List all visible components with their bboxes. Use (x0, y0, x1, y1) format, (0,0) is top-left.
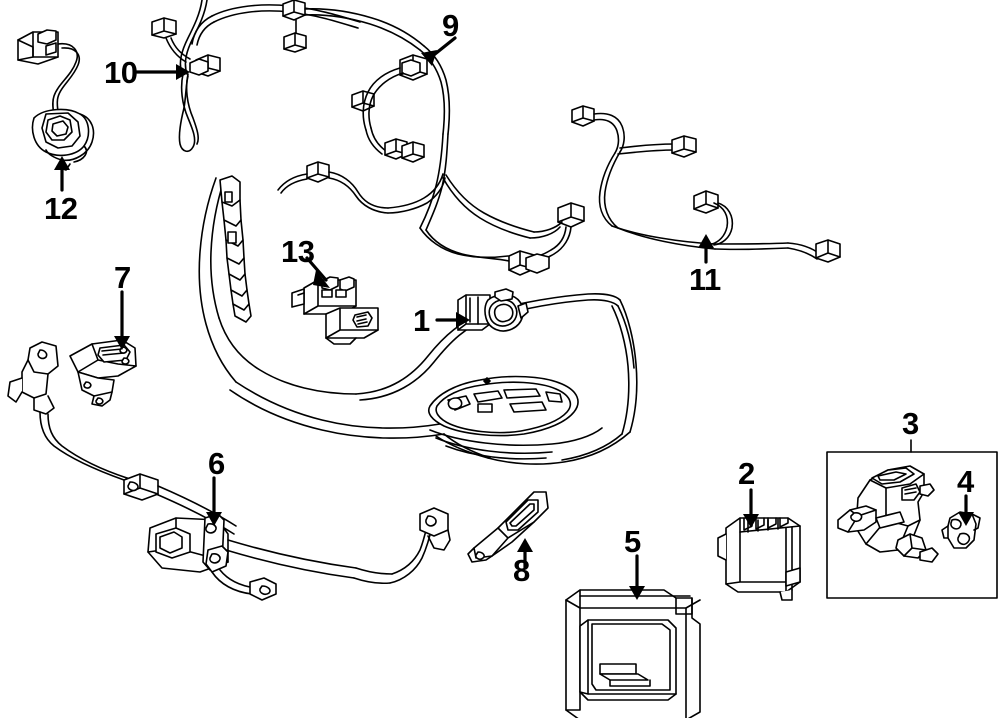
part-bumper-cover (198, 175, 638, 465)
callout-number-4[interactable]: 4 (957, 464, 974, 499)
callout-number-6[interactable]: 6 (208, 446, 225, 481)
part-main-wire-harness (191, 0, 585, 276)
callout-number-1[interactable]: 1 (413, 303, 430, 338)
callout-number-10[interactable]: 10 (104, 55, 138, 90)
part-control-module-small (717, 517, 801, 601)
callout-number-2[interactable]: 2 (738, 456, 755, 491)
part-side-bracket (69, 339, 137, 407)
callout-number-7[interactable]: 7 (114, 260, 131, 295)
callout-number-12[interactable]: 12 (44, 191, 78, 226)
callout-number-9[interactable]: 9 (442, 8, 459, 43)
part-camera-assembly (17, 29, 95, 171)
callout-number-3[interactable]: 3 (902, 406, 919, 441)
callout-number-5[interactable]: 5 (624, 524, 641, 559)
callout-number-11[interactable]: 11 (689, 262, 721, 297)
callout-number-13[interactable]: 13 (281, 234, 315, 269)
part-upper-bracket (467, 491, 549, 563)
part-control-unit-large (565, 589, 701, 718)
part-retainer-clip (941, 511, 981, 549)
part-lower-tie-bar (7, 341, 451, 601)
callout-number-8[interactable]: 8 (513, 553, 530, 588)
part-sub-wire-harness (151, 0, 221, 153)
